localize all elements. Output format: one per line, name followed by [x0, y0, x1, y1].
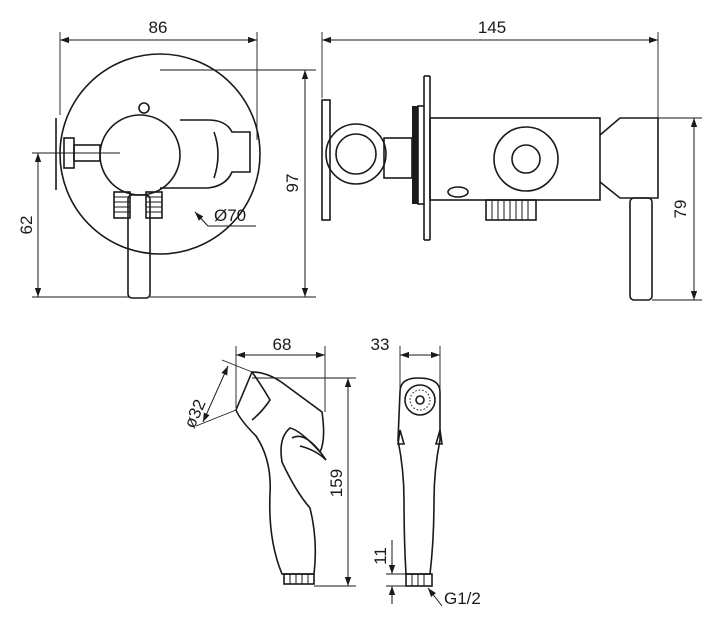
dim-front-width-label: 33	[371, 335, 390, 354]
leader-flange	[194, 211, 209, 227]
dim-hs-height-label: 159	[327, 469, 346, 497]
dim-depth-label: 145	[478, 18, 506, 37]
holder-arm	[383, 137, 413, 179]
holder-bracket-inner	[213, 131, 219, 179]
handshower-head-edge	[251, 371, 271, 421]
wall-section-dark	[412, 106, 418, 204]
side-screw	[447, 186, 469, 198]
holder-ring-inner	[335, 133, 377, 175]
wall-section	[417, 105, 425, 205]
mixer-front-view: 86 97 62 Ø70	[17, 18, 316, 299]
mixer-handle	[127, 194, 151, 299]
dim-line-hs-head	[202, 365, 229, 423]
leader-thread	[427, 587, 443, 607]
handshower-front-view: 33 11 G1/2	[371, 335, 481, 608]
screw-cap	[138, 102, 150, 114]
handle-lever	[629, 197, 653, 301]
holder-ring-outer	[325, 123, 387, 185]
handle-cap	[599, 117, 659, 199]
dim-hs-head-label: ø32	[180, 397, 209, 431]
dim-thread-label: G1/2	[444, 589, 481, 608]
front-thread	[405, 573, 433, 587]
dim-side-height-label: 79	[671, 200, 690, 219]
side-outlet-thread	[485, 199, 537, 221]
mixer-body-circle	[99, 114, 181, 196]
side-cap-inner	[511, 144, 541, 174]
handshower-body	[235, 371, 325, 575]
front-detail-left	[397, 429, 406, 445]
side-cap-outer	[493, 126, 559, 192]
outlet-thread-right	[145, 191, 163, 219]
holder-plate	[321, 99, 331, 221]
spray-head-outer	[404, 384, 436, 416]
dim-axis-label: 62	[17, 216, 36, 235]
handshower-trigger	[291, 435, 327, 461]
spray-head-center	[415, 395, 425, 405]
dim-width-label: 86	[149, 18, 168, 37]
mixer-side-view: 145 79	[321, 18, 702, 301]
dim-height-label: 97	[283, 174, 302, 193]
dim-thread-length-label: 11	[371, 547, 390, 565]
outlet-thread-left	[113, 191, 131, 219]
dim-hs-length-label: 68	[273, 335, 292, 354]
front-detail-right	[434, 429, 443, 445]
wall-flange-circle	[59, 53, 261, 255]
holder-bracket	[160, 119, 251, 189]
spray-head-nozzles	[409, 389, 431, 411]
handshower-side-view: 68 159 ø32	[180, 335, 356, 587]
handshower-front-body	[397, 377, 441, 575]
handshower-thread	[283, 573, 315, 585]
dim-flange-label: Ø70	[214, 206, 246, 225]
